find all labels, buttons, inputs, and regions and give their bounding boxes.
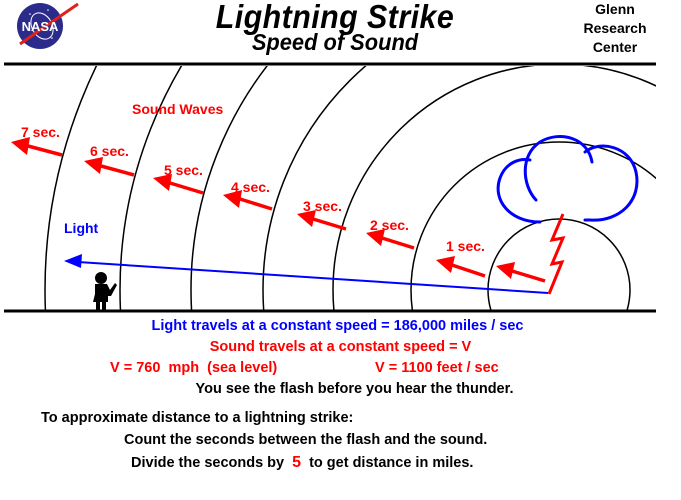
instructions-step-1: Count the seconds between the flash and … xyxy=(124,432,488,448)
lightning-bolt-icon xyxy=(547,213,566,295)
wave-label-6: 6 sec. xyxy=(90,143,129,159)
instructions-heading: To approximate distance to a lightning s… xyxy=(41,410,354,426)
sound-waves-label: Sound Waves xyxy=(132,101,224,117)
sound-arrow-6-icon xyxy=(84,157,135,177)
step-2-divisor: 5 xyxy=(292,454,302,471)
wave-label-3: 3 sec. xyxy=(303,198,342,214)
cloud-icon xyxy=(496,135,639,224)
sound-arrow-2-icon xyxy=(366,229,415,250)
light-label: Light xyxy=(64,220,99,236)
step-2-suffix: to get distance in miles. xyxy=(309,455,474,471)
wave-label-7: 7 sec. xyxy=(21,124,60,140)
wave-label-2: 2 sec. xyxy=(370,217,409,233)
wave-label-5: 5 sec. xyxy=(164,162,203,178)
center-name: Glenn Research Center xyxy=(570,0,660,57)
flash-note-text: You see the flash before you hear the th… xyxy=(195,381,514,397)
light-speed-text: Light travels at a constant speed = 186,… xyxy=(151,318,524,334)
sound-arrow-7-icon xyxy=(11,137,63,157)
person-silhouette-icon xyxy=(93,272,117,310)
instructions-step-2: Divide the seconds by 5 to get distance … xyxy=(131,454,473,472)
sound-arrows xyxy=(11,137,546,283)
center-line-1: Glenn xyxy=(595,1,635,17)
v-mph-text: V = 760 mph (sea level) xyxy=(110,360,278,376)
center-line-2: Research xyxy=(583,20,647,36)
v-fps-text: V = 1100 feet / sec xyxy=(375,360,499,376)
sound-arrow-0-icon xyxy=(496,262,546,283)
center-line-3: Center xyxy=(592,39,638,55)
sound-arrow-5-icon xyxy=(153,174,204,195)
step-2-prefix: Divide the seconds by xyxy=(131,455,285,471)
sound-arrow-3-icon xyxy=(297,210,347,231)
wave-label-1: 1 sec. xyxy=(446,238,485,254)
page-subtitle: Speed of Sound xyxy=(251,29,419,55)
page-title: Lightning Strike xyxy=(215,0,455,35)
nasa-logo-icon: NASA xyxy=(17,2,79,49)
sound-speed-text: Sound travels at a constant speed = V xyxy=(209,339,472,355)
sound-arrow-4-icon xyxy=(223,190,273,211)
wave-label-4: 4 sec. xyxy=(231,179,270,195)
light-arrow-icon xyxy=(64,254,549,294)
svg-text:NASA: NASA xyxy=(22,19,59,34)
sound-arrow-1-icon xyxy=(436,256,486,278)
